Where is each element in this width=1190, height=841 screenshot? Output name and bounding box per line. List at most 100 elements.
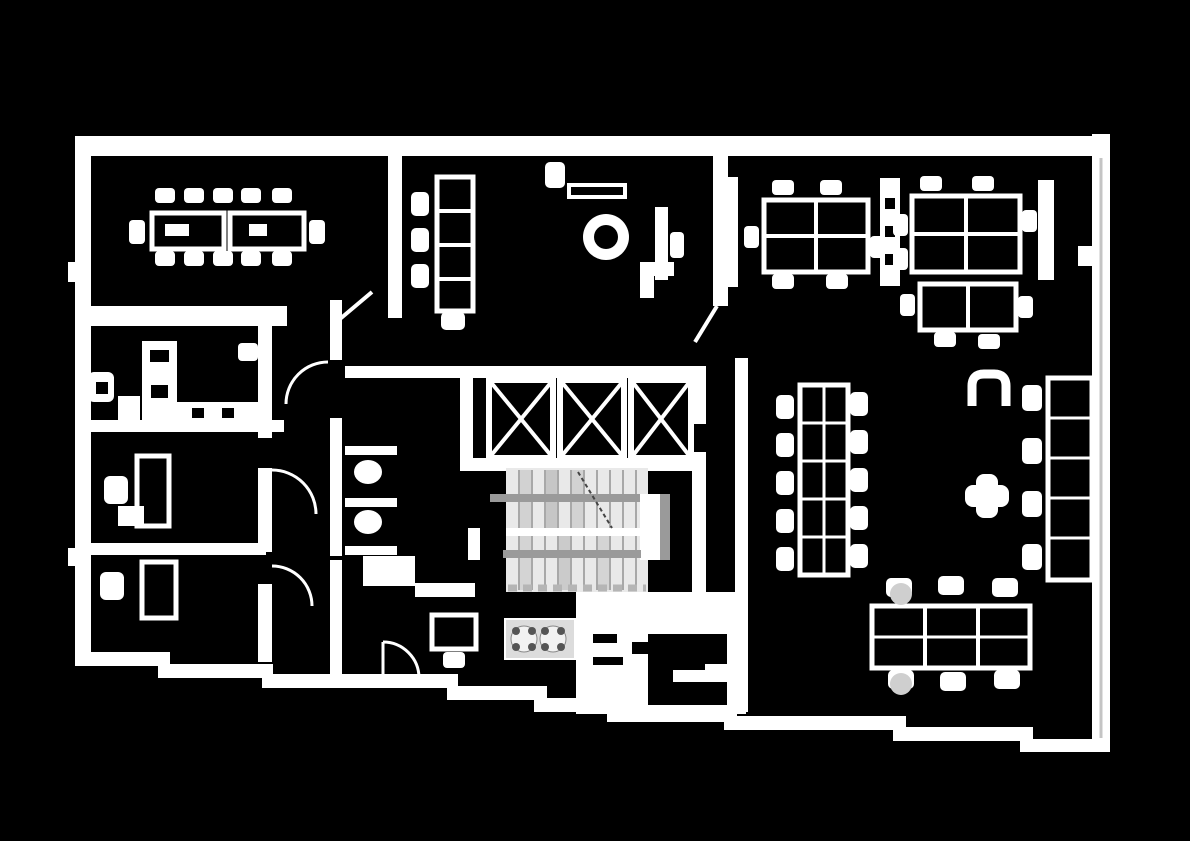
restroom-stall-wall: [345, 446, 397, 455]
chair: [776, 471, 794, 495]
window-tick: [68, 262, 78, 282]
chair: [545, 162, 565, 188]
credenza: [177, 402, 265, 425]
wall-bottom-step: [262, 674, 458, 688]
chair: [241, 188, 261, 203]
wardrobe-inlay: [150, 350, 169, 362]
chair: [155, 251, 175, 266]
chair: [893, 214, 908, 236]
chair: [1022, 385, 1042, 411]
chair: [441, 312, 465, 330]
chair: [850, 544, 868, 568]
table-inlay: [165, 224, 189, 236]
wardrobe-inlay: [151, 385, 168, 398]
door-arc-office: [271, 564, 314, 607]
wall-bottom-step: [158, 664, 273, 678]
stair-treads-lower: [518, 536, 637, 590]
wall-core-right: [692, 452, 706, 600]
chair: [940, 672, 966, 691]
chair: [893, 248, 908, 270]
console-table-inlay: [571, 187, 623, 195]
chair: [978, 334, 1000, 349]
bench: [640, 276, 654, 298]
chair: [772, 274, 794, 289]
side-table: [118, 396, 140, 420]
whiteboard-dash: [885, 226, 895, 237]
chair: [1022, 210, 1037, 232]
cafe-chair-dot: [528, 643, 536, 651]
stair-landing-break: [506, 528, 648, 536]
stair-stringer-lower: [503, 550, 641, 558]
chair: [129, 220, 145, 244]
chair: [100, 572, 124, 600]
fixture-black-bar: [593, 657, 623, 665]
wall-elevator-left: [460, 378, 473, 460]
door-arc-corridor: [284, 360, 329, 405]
wall-bottom-step: [1020, 739, 1110, 752]
stair-stringer-right: [660, 494, 670, 560]
desk: [139, 559, 179, 621]
chair: [776, 433, 794, 457]
stair-tread-shade: [597, 536, 610, 590]
cafe-chair-dot: [557, 643, 565, 651]
chair: [443, 652, 465, 668]
restroom-stall-wall: [345, 546, 397, 555]
chair: [1022, 491, 1042, 517]
chair: [772, 180, 794, 195]
chair: [850, 430, 868, 454]
wall-office-column: [258, 468, 272, 552]
wall-office-divider: [88, 543, 266, 555]
whiteboard-dash: [885, 198, 895, 209]
chair: [776, 395, 794, 419]
chair: [213, 251, 233, 266]
stair-rail-gap: [640, 494, 660, 560]
divider-screen: [655, 207, 668, 280]
chair: [972, 176, 994, 191]
cafe-chair-dot: [512, 627, 520, 635]
chair: [411, 228, 429, 252]
chair: [184, 251, 204, 266]
chair: [155, 188, 175, 203]
chair: [776, 547, 794, 571]
fixture-black-bar: [593, 634, 617, 643]
cafe-chair-dot: [512, 643, 520, 651]
stair-tread-shade: [558, 536, 571, 590]
chair: [1022, 438, 1042, 464]
door-leaf-lobby: [693, 304, 719, 344]
stool: [890, 673, 912, 695]
stair-stringer-mid: [490, 494, 670, 502]
toilet-fixture: [354, 460, 382, 484]
plant-table: [965, 485, 1009, 507]
chair: [272, 251, 292, 266]
chair-notch: [96, 382, 108, 394]
chair: [850, 468, 868, 492]
chair: [411, 264, 429, 288]
wall-bottom-step: [893, 727, 1033, 741]
restroom-stall-wall: [345, 498, 397, 507]
chair: [670, 232, 684, 258]
side-table: [118, 506, 144, 526]
door-arc-office: [271, 468, 318, 515]
chair: [1022, 544, 1042, 570]
toilet-fixture: [354, 510, 382, 534]
whiteboard-dash: [885, 254, 895, 265]
wall-stub: [1078, 246, 1092, 266]
wall-elevator-bottom: [460, 458, 706, 471]
wall-conference-bottom: [75, 306, 287, 326]
wall-corridor: [330, 560, 342, 678]
fixture-black-block: [632, 642, 648, 654]
cafe-chair-dot: [528, 627, 536, 635]
chair: [744, 226, 759, 248]
chair: [272, 188, 292, 203]
shaft-notch: [705, 664, 743, 682]
wall-corridor: [330, 300, 342, 360]
wall-bottom-step: [447, 686, 547, 700]
chair: [241, 251, 261, 266]
armchair: [967, 369, 1011, 406]
stair-tread-shade: [519, 536, 532, 590]
chair: [411, 192, 429, 216]
cabinet: [1038, 180, 1054, 280]
cafe-chair-dot: [557, 627, 565, 635]
